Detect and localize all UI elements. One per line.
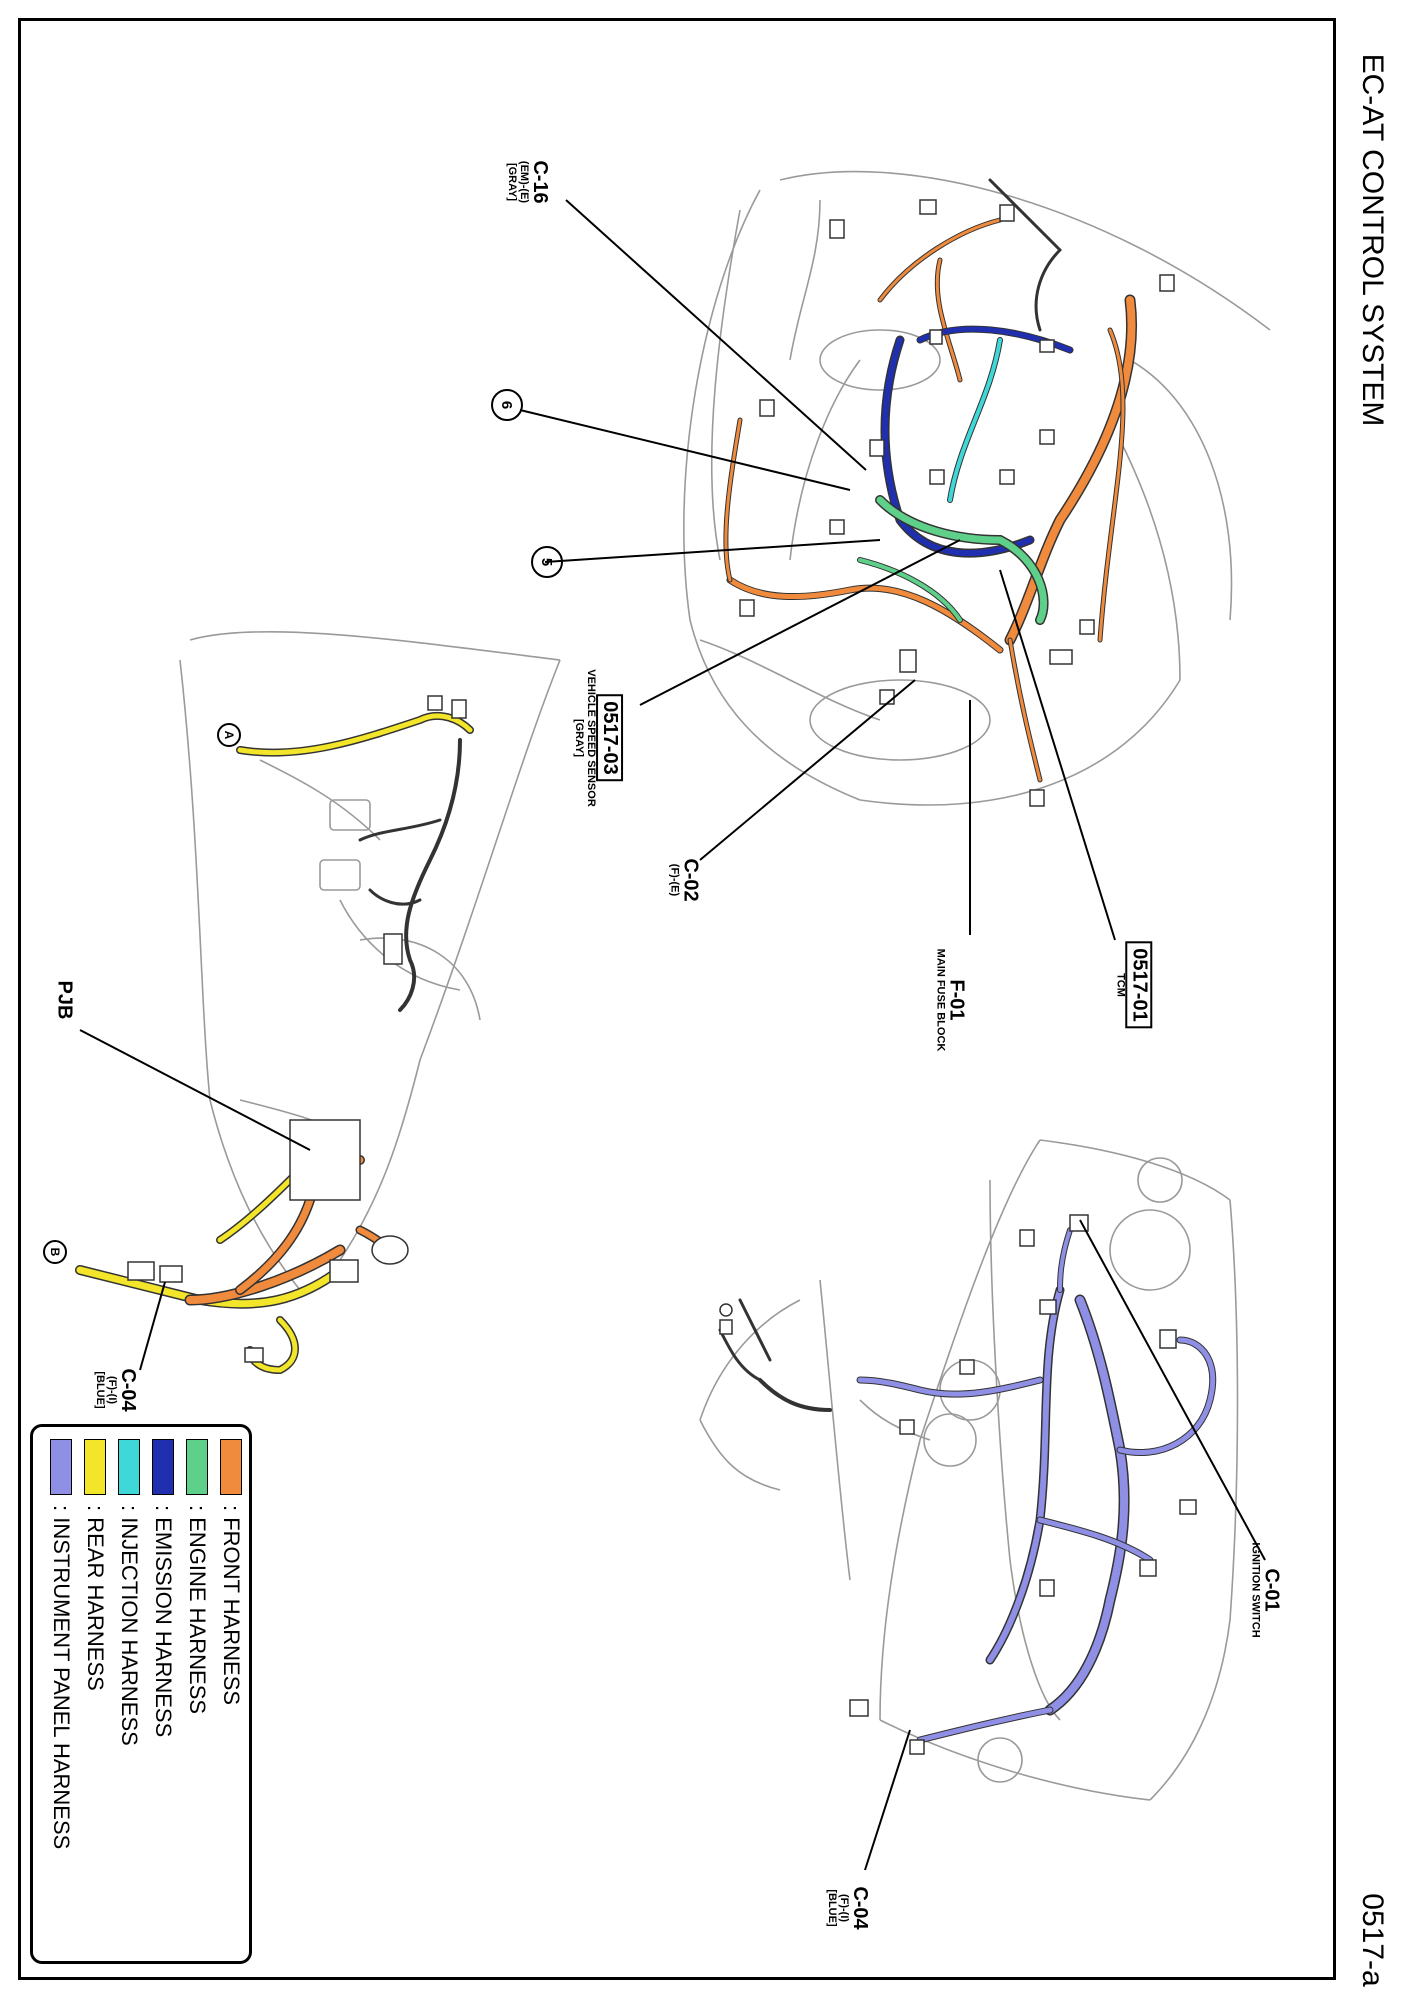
connector-id: C-04 [849, 1886, 872, 1930]
callout-f01: F-01 MAIN FUSE BLOCK [934, 949, 967, 1052]
legend-swatch [50, 1439, 72, 1495]
connector-b-marker: B [43, 1240, 67, 1264]
sheet-code: 0517-a [1356, 1893, 1389, 1987]
instrument-panel-connectors [719, 1214, 1197, 1755]
legend-item: : REAR HARNESS [81, 1439, 109, 1959]
connector-color: [GRAY] [573, 718, 586, 758]
sheet-title: EC-AT CONTROL SYSTEM [1356, 53, 1389, 427]
leader-lines [79, 199, 1266, 1871]
connector-note: (F)-(E) [668, 863, 681, 897]
reference-circle-5: 5 [531, 546, 563, 578]
legend-label: : REAR HARNESS [83, 1505, 108, 1691]
connector-color: [GRAY] [506, 162, 519, 202]
rear-connectors [127, 695, 467, 1363]
connector-id: 0517-01 [1125, 941, 1153, 1029]
callout-c02: C-02 (F)-(E) [668, 858, 701, 901]
rear-body-outline [179, 630, 561, 1291]
connector-note: VEHICLE SPEED SENSOR [585, 669, 598, 807]
connector-note: TCM [1114, 973, 1127, 997]
callout-c04-panel: C-04 (F)-(I) [BLUE] [826, 1886, 872, 1930]
legend-item: : ENGINE HARNESS [183, 1439, 211, 1959]
harness-legend: : FRONT HARNESS : ENGINE HARNESS : EMISS… [30, 1424, 252, 1964]
legend-label: : ENGINE HARNESS [185, 1505, 210, 1715]
engine-bay-connectors [739, 199, 1175, 807]
connector-id: C-16 [529, 160, 552, 204]
legend-item: : FRONT HARNESS [217, 1439, 245, 1959]
connector-color: [BLUE] [826, 1889, 839, 1927]
callout-tcm: 0517-01 TCM [1114, 941, 1153, 1029]
connector-note: (F)-(I) [838, 1893, 851, 1923]
page-border [18, 18, 1336, 1980]
legend-swatch [186, 1439, 208, 1495]
callout-c04-rear: C-04 (F)-(I) [BLUE] [94, 1368, 140, 1412]
reference-circle-6: 6 [491, 389, 523, 421]
connector-id: C-01 [1260, 1568, 1283, 1612]
connector-a-marker: A [217, 723, 241, 747]
legend-item: : EMISSION HARNESS [149, 1439, 177, 1959]
connector-id: C-02 [679, 858, 702, 902]
connector-note: (F)-(I) [106, 1375, 119, 1405]
engine-bay-outline [683, 170, 1271, 806]
legend-swatch [118, 1439, 140, 1495]
instrument-panel-harness [718, 1227, 1217, 1744]
connector-id: 0517-03 [596, 694, 624, 782]
callout-vehicle-speed-sensor: 0517-03 VEHICLE SPEED SENSOR [GRAY] [573, 669, 624, 807]
connector-note: (EM)-(E) [518, 160, 531, 204]
connector-color: [BLUE] [94, 1371, 107, 1409]
callout-c01: C-01 IGNITION SWITCH [1249, 1542, 1282, 1637]
legend-swatch [220, 1439, 242, 1495]
legend-swatch [152, 1439, 174, 1495]
connector-note: IGNITION SWITCH [1249, 1542, 1262, 1638]
callout-pjb: PJB [53, 980, 76, 1020]
connector-id: F-01 [945, 979, 968, 1021]
connector-id: C-04 [117, 1368, 140, 1412]
legend-label: : EMISSION HARNESS [151, 1505, 176, 1738]
connector-note: MAIN FUSE BLOCK [934, 948, 947, 1052]
legend-label: : INSTRUMENT PANEL HARNESS [49, 1505, 74, 1850]
legend-item: : INSTRUMENT PANEL HARNESS [47, 1439, 75, 1959]
connector-id: PJB [53, 980, 76, 1020]
instrument-panel-outline [699, 1139, 1239, 1801]
legend-swatch [84, 1439, 106, 1495]
callout-c16: C-16 (EM)-(E) [GRAY] [506, 160, 552, 204]
legend-label: : INJECTION HARNESS [117, 1505, 142, 1746]
legend-label: : FRONT HARNESS [219, 1505, 244, 1706]
legend-item: : INJECTION HARNESS [115, 1439, 143, 1959]
